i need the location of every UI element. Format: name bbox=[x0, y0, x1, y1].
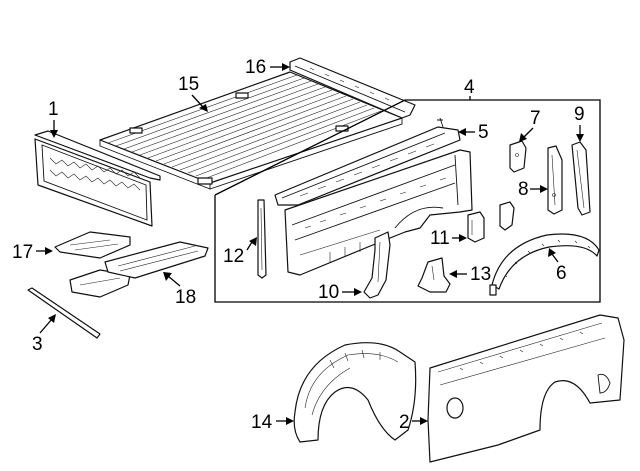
part-7-bracket bbox=[509, 140, 527, 173]
callout-label-6: 6 bbox=[556, 263, 567, 284]
callout-8: 8 bbox=[518, 179, 548, 200]
callout-label-10: 10 bbox=[318, 282, 339, 303]
part-12-bracket bbox=[257, 199, 267, 279]
callout-label-13: 13 bbox=[470, 264, 491, 285]
callout-3: 3 bbox=[32, 314, 56, 355]
callout-13: 13 bbox=[449, 264, 491, 285]
callout-11: 11 bbox=[430, 228, 467, 249]
part-11-bracket bbox=[467, 211, 485, 243]
part-6-wheel-arch bbox=[489, 233, 600, 296]
callout-label-8: 8 bbox=[518, 179, 529, 200]
callout-label-7: 7 bbox=[530, 108, 541, 129]
part-16-front-header bbox=[289, 57, 416, 119]
part-14-wheelhouse-liner bbox=[293, 342, 417, 443]
callout-6: 6 bbox=[548, 248, 567, 284]
callout-label-5: 5 bbox=[478, 122, 489, 143]
callout-2: 2 bbox=[399, 412, 428, 433]
part-small-bracket bbox=[499, 201, 515, 231]
part-8-pillar bbox=[547, 145, 563, 215]
part-5-side-rail bbox=[274, 117, 461, 206]
callout-4: 4 bbox=[464, 77, 475, 100]
callout-9: 9 bbox=[574, 104, 585, 142]
callout-label-12: 12 bbox=[223, 246, 244, 267]
part-9-pillar bbox=[571, 141, 591, 216]
callout-label-9: 9 bbox=[574, 104, 585, 125]
callout-1: 1 bbox=[48, 99, 59, 138]
callout-14: 14 bbox=[251, 412, 294, 433]
part-1-front-panel bbox=[34, 130, 161, 227]
part-10-brace bbox=[363, 231, 391, 299]
part-13-bracket bbox=[417, 257, 451, 293]
part-17-floor-plate bbox=[54, 231, 131, 259]
callout-17: 17 bbox=[12, 242, 53, 263]
callout-12: 12 bbox=[223, 237, 257, 267]
callout-15: 15 bbox=[178, 74, 208, 112]
part-4-inner-panel bbox=[284, 149, 473, 276]
callout-label-18: 18 bbox=[175, 287, 196, 308]
part-18-floor-plates bbox=[69, 241, 209, 298]
part-2-outer-panel bbox=[427, 314, 625, 463]
part-15-bed-floor bbox=[99, 71, 403, 190]
callout-label-17: 17 bbox=[12, 242, 33, 263]
callout-label-11: 11 bbox=[430, 228, 450, 249]
callout-label-16: 16 bbox=[245, 57, 266, 78]
part-4-group-box bbox=[214, 99, 601, 303]
part-3-rod bbox=[27, 287, 101, 339]
callout-label-15: 15 bbox=[178, 74, 199, 95]
callout-16: 16 bbox=[245, 57, 290, 78]
callout-10: 10 bbox=[318, 282, 362, 303]
callout-label-2: 2 bbox=[399, 412, 410, 433]
callout-18: 18 bbox=[163, 272, 196, 308]
callout-label-1: 1 bbox=[48, 99, 59, 120]
callout-label-4: 4 bbox=[464, 77, 475, 98]
callout-label-3: 3 bbox=[32, 334, 43, 355]
callout-7: 7 bbox=[519, 108, 541, 142]
callout-5: 5 bbox=[458, 122, 489, 143]
callout-label-14: 14 bbox=[251, 412, 273, 433]
